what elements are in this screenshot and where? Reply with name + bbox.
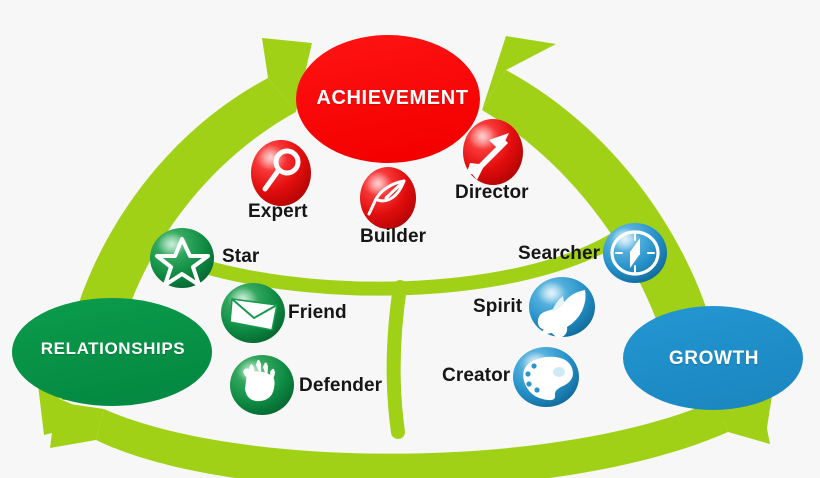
pillar-relationships[interactable] [12, 298, 212, 406]
trait-orb-defender[interactable] [230, 355, 294, 415]
compass-icon [610, 230, 660, 276]
trait-orb-creator[interactable] [513, 347, 579, 407]
trait-orb-spirit[interactable] [529, 277, 595, 338]
magnifying-glass-icon [262, 148, 301, 192]
band-bottom-left-tail [50, 402, 104, 448]
trait-orb-builder[interactable] [360, 167, 416, 229]
star-icon [155, 237, 210, 287]
envelope-icon [229, 298, 278, 331]
hand-icon [243, 359, 275, 402]
pillar-growth[interactable] [623, 306, 803, 410]
trait-orb-star[interactable] [150, 228, 214, 288]
palette-icon [523, 356, 573, 401]
trait-orb-director[interactable] [463, 119, 523, 185]
arrow-dart-icon [466, 133, 509, 180]
divider-vertical [386, 280, 407, 439]
trait-orb-searcher[interactable] [603, 223, 667, 283]
pen-nib-icon [367, 179, 406, 216]
band-bottom [96, 400, 728, 478]
pillar-achievement[interactable] [296, 35, 480, 163]
trait-orb-friend[interactable] [221, 283, 285, 343]
dove-icon [537, 290, 586, 338]
trait-orb-expert[interactable] [251, 140, 311, 206]
band-right-arrow-tail [482, 36, 556, 110]
